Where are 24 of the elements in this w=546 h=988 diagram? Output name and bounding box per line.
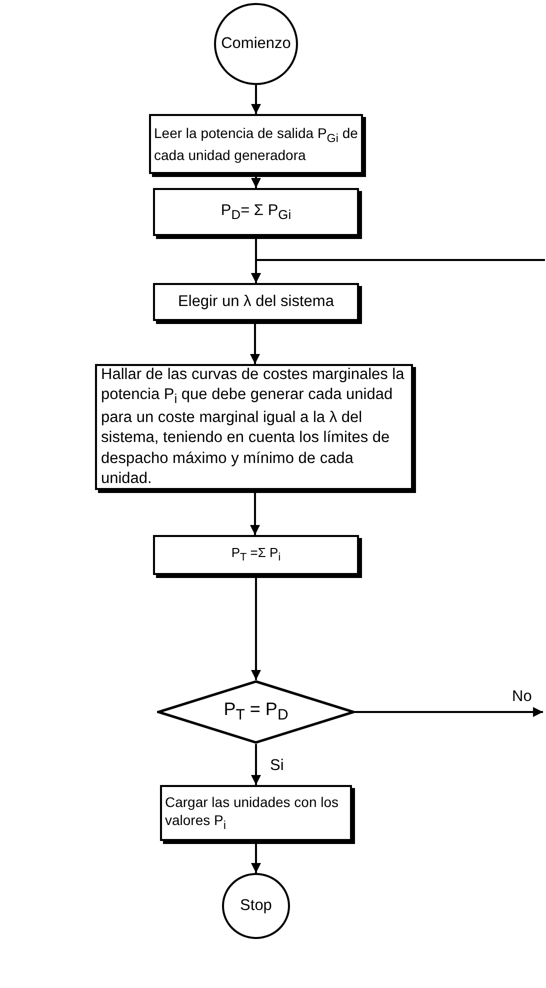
step-text: Elegir un λ del sistema bbox=[178, 292, 334, 312]
arrow bbox=[251, 744, 261, 785]
process-box bbox=[160, 785, 352, 841]
terminal-label: Stop bbox=[240, 896, 272, 916]
arrow bbox=[355, 707, 543, 717]
arrow bbox=[251, 841, 261, 873]
arrow bbox=[250, 490, 260, 535]
arrow bbox=[251, 85, 261, 114]
step-text: Leer la potencia de salida P$_{Gi}$ de cada unidad generadora bbox=[153, 124, 359, 164]
step-text: Cargar las unidades con los valores P$_{i}$ bbox=[164, 792, 340, 834]
arrow bbox=[251, 174, 261, 188]
terminal-label: Comienzo bbox=[221, 34, 291, 54]
step-text: Hallar de las curvas de costes marginales la potencia P$_{i}$ que debe generar cada unidad para un coste marginal igual a la λ del sistema, teniendo en cuenta los límites de despacho máximo y mínimo de cada unidad. bbox=[100, 365, 406, 489]
process-box bbox=[153, 188, 359, 236]
process-box bbox=[153, 535, 359, 575]
step-text: P$_{D}$= Σ P$_{Gi}$ bbox=[220, 200, 292, 224]
process-box bbox=[149, 114, 363, 174]
arrow bbox=[251, 259, 545, 283]
arrow bbox=[251, 575, 261, 680]
step-text: P$_{T}$ =Σ P$_{i}$ bbox=[231, 545, 281, 565]
decision-diamond bbox=[157, 680, 355, 744]
arrow bbox=[250, 321, 260, 364]
condition-text: P$_{T}$ = P$_{D}$ bbox=[224, 698, 288, 726]
process-box bbox=[153, 283, 359, 321]
